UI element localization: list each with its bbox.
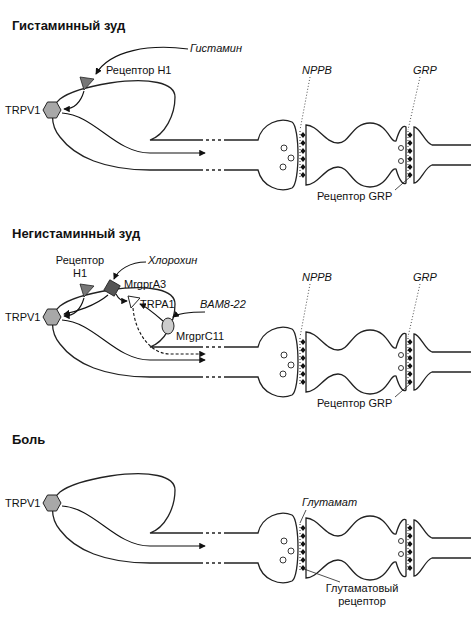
section-heading: Негистаминный зуд	[12, 226, 140, 242]
spinal-neuron-chain	[200, 327, 471, 396]
section-heading: Боль	[12, 432, 45, 448]
leader-line	[408, 284, 420, 337]
nonhistamine-itch-panel	[43, 262, 471, 397]
leader-line	[304, 569, 340, 582]
mrgpra3-symbol	[104, 280, 120, 296]
receptor-label: TRPV1	[5, 311, 40, 324]
spinal-neuron-chain	[200, 120, 471, 189]
leader-line	[300, 284, 310, 337]
ligand-arrow	[173, 312, 205, 317]
leader-line	[300, 510, 306, 523]
molecule-label: BAM8-22	[200, 298, 246, 311]
receptor-label: Глутаматовый рецептор	[312, 582, 412, 608]
molecule-label: GRP	[413, 271, 437, 284]
molecule-label: NPPB	[302, 64, 332, 77]
signal-arrow	[64, 295, 108, 314]
molecule-label: Глутамат	[302, 496, 357, 509]
receptor-label: Рецептор GRP	[317, 190, 392, 203]
molecule-label: NPPB	[302, 271, 332, 284]
receptor-label: TRPA1	[140, 298, 175, 311]
receptor-label: TRPV1	[5, 497, 40, 510]
section-heading: Гистаминный зуд	[12, 18, 125, 34]
leader-line	[395, 177, 410, 190]
h1-receptor-symbol	[80, 77, 94, 90]
leader-line	[408, 77, 420, 130]
mrgprc11-symbol	[162, 318, 174, 334]
leader-line	[300, 77, 310, 130]
receptor-label: Рецептор H1	[52, 254, 108, 280]
sensory-neuron	[43, 81, 205, 170]
signal-arrow	[116, 294, 127, 301]
receptor-label: MrgprC11	[176, 330, 224, 343]
trpa1-symbol	[128, 296, 140, 308]
leader-line	[395, 384, 410, 397]
h1-receptor-symbol	[80, 284, 94, 297]
histamine-itch-panel	[43, 47, 471, 190]
receptor-label: Рецептор H1	[106, 64, 172, 77]
pain-panel	[43, 474, 471, 583]
ligand-arrow	[114, 262, 146, 279]
molecule-label: Хлорохин	[148, 254, 197, 267]
sensory-neuron	[43, 474, 205, 563]
spinal-neuron-chain	[200, 513, 471, 582]
signal-arrow	[64, 91, 84, 109]
receptor-label: MrgprA3	[124, 278, 166, 291]
receptor-label: TRPV1	[5, 104, 40, 117]
receptor-label: Рецептор GRP	[317, 397, 392, 410]
molecule-label: GRP	[413, 64, 437, 77]
molecule-label: Гистамин	[190, 42, 242, 55]
